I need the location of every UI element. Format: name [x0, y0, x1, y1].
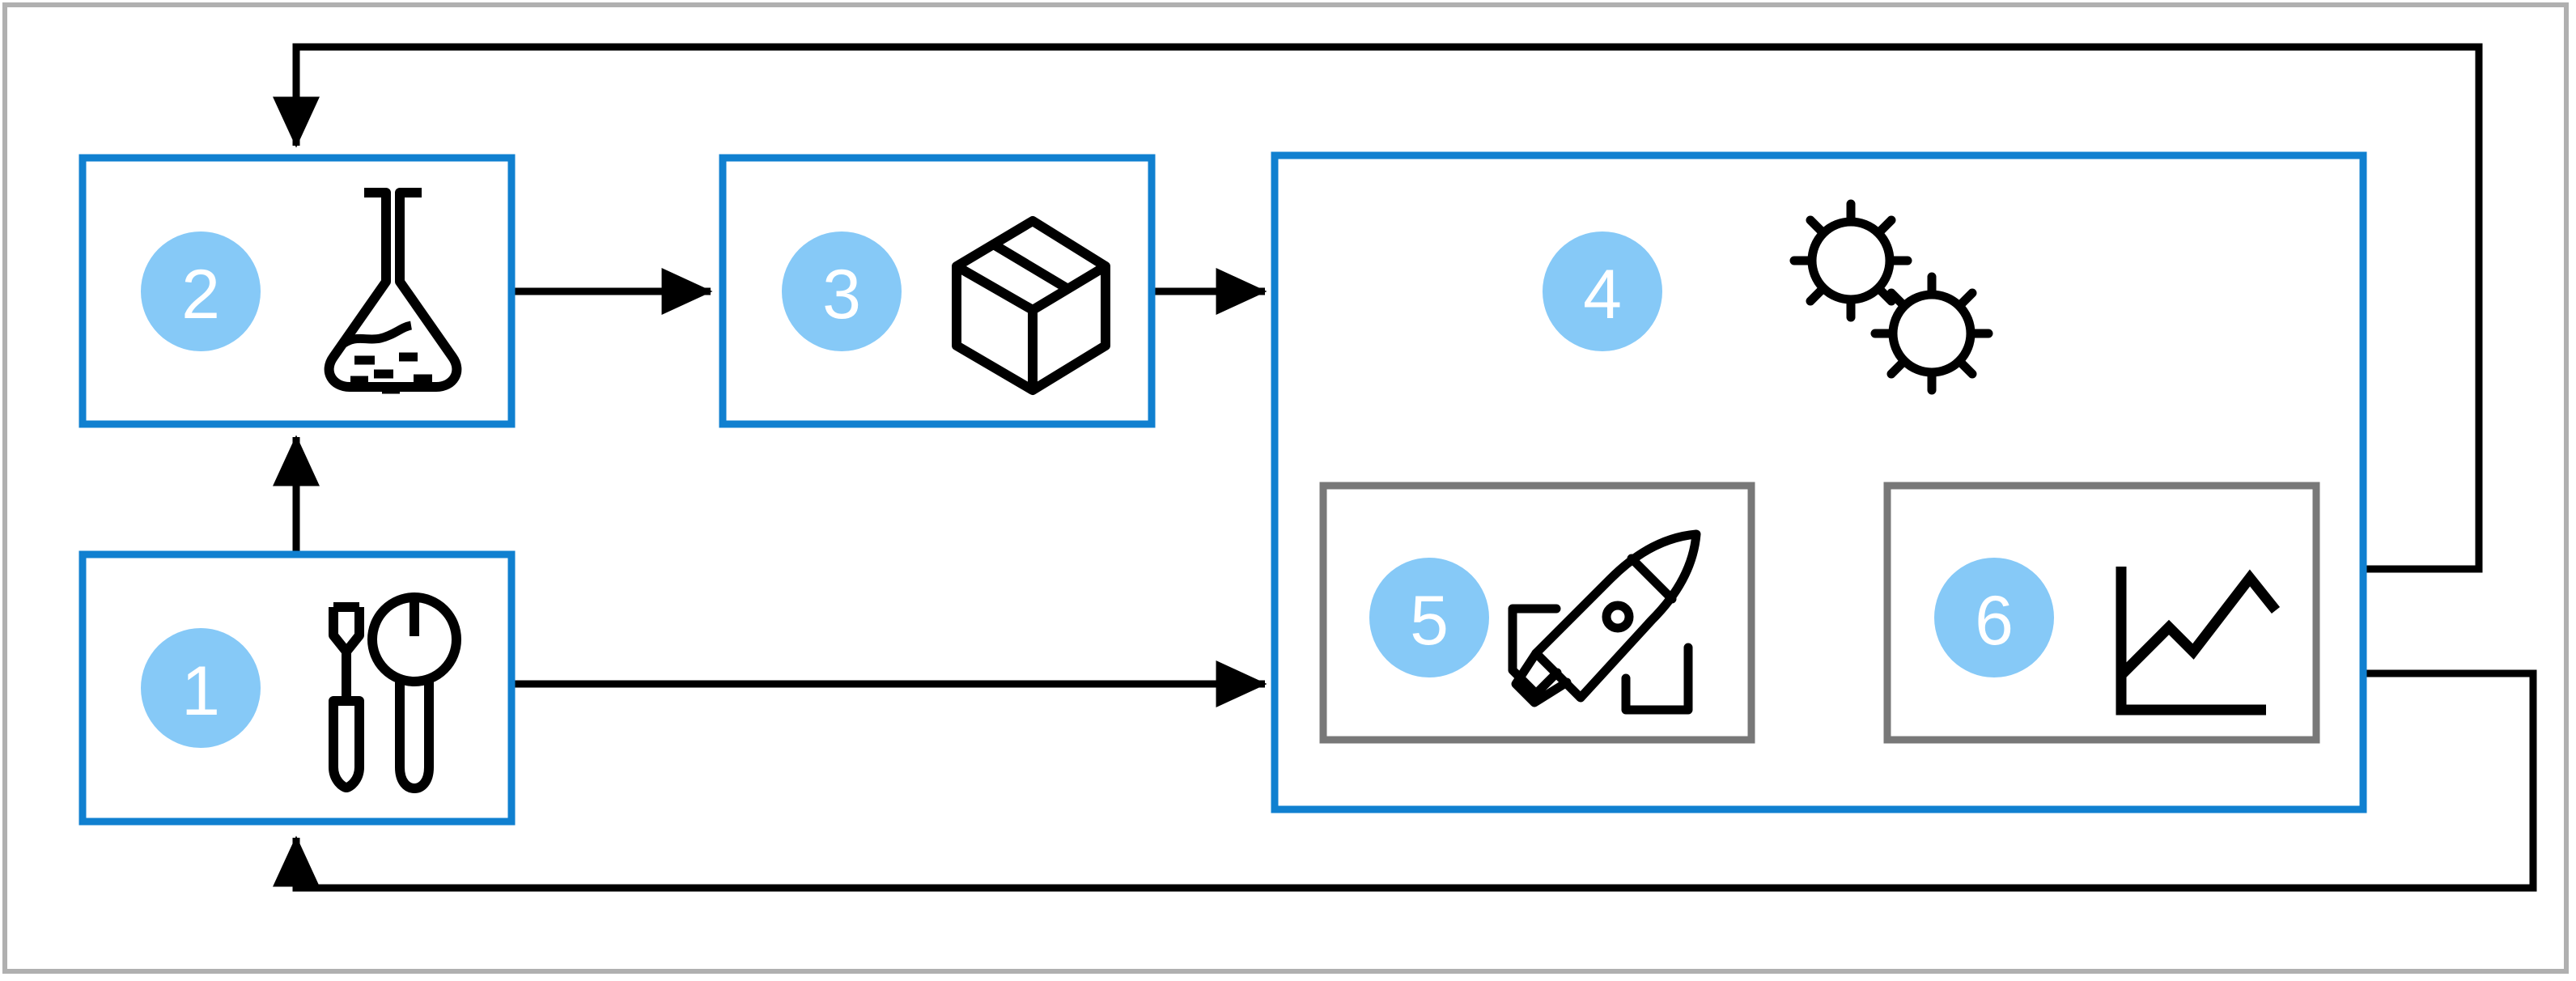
step-box-5[interactable]: 5: [1319, 482, 1755, 744]
step-box-6[interactable]: 6: [1883, 482, 2320, 744]
step-1-number: 1: [181, 652, 220, 730]
step-2-badge-circle: [141, 231, 261, 351]
step-box-3[interactable]: 3: [719, 154, 1156, 428]
step-box-2[interactable]: 2: [79, 154, 516, 428]
step-6-number: 6: [1975, 582, 2014, 660]
rocket-icon: [1508, 529, 1701, 715]
lab-tools-icon: [329, 592, 461, 793]
step-box-1[interactable]: 1: [79, 550, 516, 826]
step-5-number: 5: [1410, 582, 1449, 660]
step-4-number: 4: [1583, 256, 1622, 333]
step-2-number: 2: [181, 256, 220, 333]
connector-feedback-bottom: [273, 669, 2537, 892]
microbes-icon: [1789, 199, 1993, 395]
step-3-number: 3: [822, 256, 861, 333]
step-6-badge-circle: [1934, 558, 2054, 677]
step-3-badge-circle: [782, 231, 902, 351]
line-chart-icon: [2116, 567, 2281, 716]
connector-feedback-top: [273, 43, 2483, 573]
step-1-badge-circle: [141, 628, 261, 748]
erlenmeyer-flask-icon: [324, 188, 462, 394]
step-4-badge-circle: [1543, 231, 1662, 351]
package-box-icon: [952, 216, 1110, 395]
step-5-badge-circle: [1369, 558, 1489, 677]
